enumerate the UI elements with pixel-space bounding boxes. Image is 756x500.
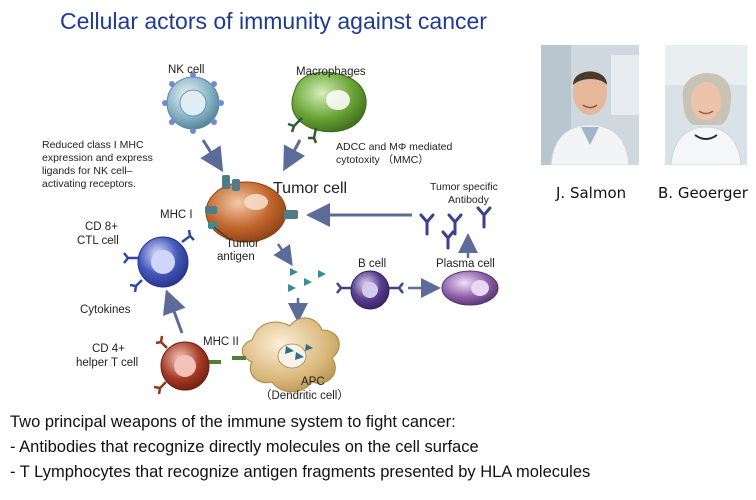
- person-portrait-icon: [541, 45, 639, 165]
- b-cell: [336, 270, 404, 310]
- nk-cell-label: NK cell: [168, 64, 204, 76]
- cd8-ctl-cell: [123, 229, 195, 293]
- tumor-cell: [205, 175, 298, 243]
- apc-label-line: APC: [301, 376, 325, 388]
- cd4-label-line: helper T cell: [76, 357, 138, 369]
- cd4-label: CD 4+ helper T cell: [76, 343, 138, 369]
- apc-label: APC （Dendritic cell）: [260, 376, 349, 402]
- cd8-label-line: CD 8+: [85, 221, 118, 233]
- person-name-left: J. Salmon: [556, 184, 627, 202]
- person-name-right: B. Geoerger: [658, 184, 748, 202]
- summary-text: Two principal weapons of the immune syst…: [10, 410, 750, 485]
- mhc1-label: MHC I: [160, 209, 193, 221]
- nk-cell: [162, 72, 224, 134]
- cytokines-label: Cytokines: [80, 304, 131, 316]
- arrow-tumor-to-fragments: [273, 243, 293, 267]
- mhc2-label: MHC II: [203, 336, 239, 348]
- cd8-label-line: CTL cell: [77, 235, 119, 247]
- adcc-note: ADCC and MΦ mediated cytotoxity （MMC）: [336, 141, 455, 166]
- b-cell-label: B cell: [358, 258, 386, 270]
- antigen-fragments: [288, 268, 326, 292]
- tumor-specific-antibody-label: Tumor specific Antibody: [430, 181, 501, 206]
- tumor-antigen-label: Tumor antigen: [217, 238, 262, 263]
- cd4-helper-t-cell: [153, 335, 221, 395]
- arrow-cd4-to-cd8: [162, 289, 186, 334]
- tumor-cell-label: Tumor cell: [273, 180, 347, 197]
- apc-dendritic-cell: [232, 317, 340, 393]
- cd4-label-line: CD 4+: [92, 343, 125, 355]
- slide-title: Cellular actors of immunity against canc…: [60, 8, 487, 34]
- adcc-note-line: ADCC and MΦ mediated: [336, 141, 453, 153]
- antibody-label-line: Tumor specific: [430, 181, 498, 193]
- plasma-cell-label: Plasma cell: [436, 258, 495, 270]
- adcc-note-line: cytotoxity （MMC）: [336, 154, 429, 166]
- nk-note-line: ligands for NK cell–: [42, 165, 133, 177]
- arrow-macrophage-to-tumor: [283, 139, 306, 172]
- arrow-nk-to-tumor: [200, 139, 224, 173]
- macrophages-label: Macrophages: [296, 66, 366, 78]
- macrophage-cell: [287, 71, 367, 144]
- cd8-label: CD 8+ CTL cell: [77, 221, 121, 247]
- summary-line: Two principal weapons of the immune syst…: [10, 413, 456, 431]
- nk-note-line: Reduced class I MHC: [42, 139, 144, 151]
- photo-b-geoerger: [665, 45, 747, 165]
- summary-line: - T Lymphocytes that recognize antigen f…: [10, 463, 591, 481]
- nk-note-line: expression and express: [42, 152, 153, 164]
- nk-note: Reduced class I MHC expression and expre…: [42, 139, 156, 190]
- apc-label-line: （Dendritic cell）: [260, 389, 349, 402]
- nk-note-line: activating receptors.: [42, 178, 136, 190]
- immunity-diagram: NK cell Macrophages Reduced class I MHC …: [42, 64, 501, 402]
- photo-j-salmon: [541, 45, 639, 165]
- tumor-antigen-line: Tumor: [226, 238, 259, 250]
- antibody-label-line: Antibody: [448, 194, 490, 206]
- tumor-antigen-line: antigen: [217, 251, 255, 263]
- plasma-cell: [441, 270, 499, 306]
- person-portrait-icon: [665, 45, 747, 165]
- tumor-antigen-pointer: [213, 226, 229, 239]
- summary-line: - Antibodies that recognize directly mol…: [10, 438, 479, 456]
- antibodies: [419, 206, 492, 250]
